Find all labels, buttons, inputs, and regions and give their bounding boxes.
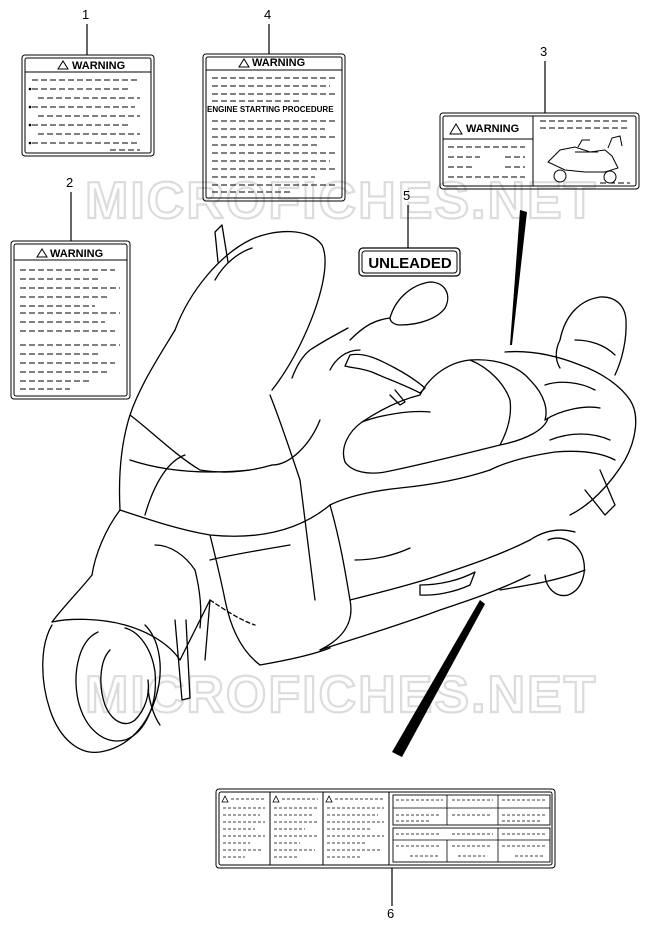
leader-wedge-3 — [510, 210, 527, 345]
callout-5: 5 — [403, 188, 410, 203]
label-2-title: WARNING — [50, 248, 103, 260]
callout-2: 2 — [66, 175, 73, 190]
warning-triangle-icon — [36, 248, 48, 258]
label-1: 1 WARNING — [21, 7, 155, 157]
callout-1: 1 — [82, 7, 89, 22]
label-4-subtitle: ENGINE STARTING PROCEDURE — [207, 105, 334, 114]
warning-triangle-icon — [449, 123, 463, 135]
label-1-title: WARNING — [72, 60, 125, 72]
label-4-title: WARNING — [252, 57, 305, 69]
leader-wedge-6 — [392, 600, 485, 757]
warning-triangle-icon — [57, 60, 69, 70]
label-3-title: WARNING — [466, 123, 519, 135]
scooter-illustration — [42, 224, 637, 753]
watermark-bottom: MICROFICHES.NET — [85, 666, 597, 724]
label-2: 2 WARNING — [10, 175, 131, 400]
callout-3: 3 — [540, 44, 547, 59]
callout-6: 6 — [387, 906, 394, 921]
callout-4: 4 — [264, 7, 271, 22]
label-6: 6 — [215, 788, 556, 921]
label-5: 5 UNLEADED — [358, 188, 461, 277]
label-5-text: UNLEADED — [368, 255, 452, 272]
label-3: 3 WARNING — [439, 44, 640, 190]
scooter-icon — [547, 135, 623, 184]
warning-triangle-icon — [238, 58, 250, 68]
label-4: 4 WARNING ENGINE STARTING PROCEDURE — [202, 7, 346, 202]
